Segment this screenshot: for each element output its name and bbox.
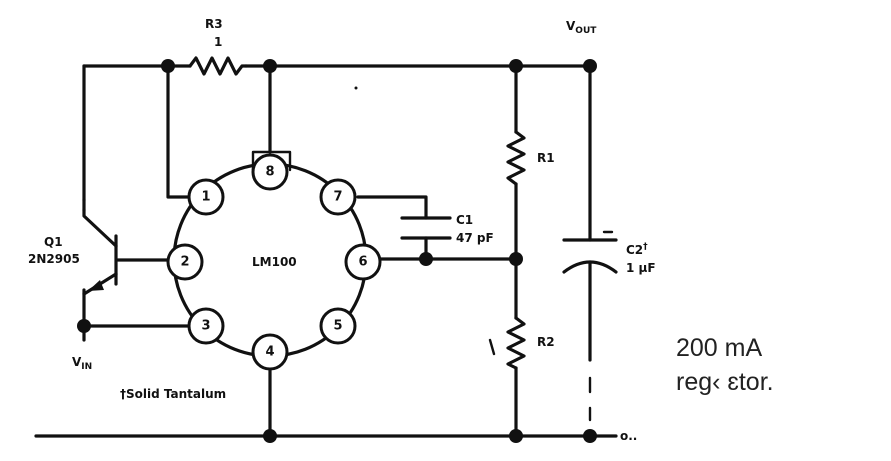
svg-text:8: 8 [265, 165, 274, 180]
r3-resistor [188, 56, 248, 76]
c1-capacitor [400, 216, 452, 240]
scan-specks [488, 338, 496, 356]
caption-line-1: 200 mA [676, 334, 763, 362]
pin-5: 5 [319, 307, 357, 345]
pin-2: 2 [166, 243, 204, 281]
r2-resistor [506, 316, 526, 370]
r2-label: R2 [537, 335, 555, 349]
c2-label: C2† [626, 242, 648, 257]
component-labels: R3 1 R1 R2 C1 47 pF C2† 1 µF Q1 2N2905 V… [28, 17, 656, 443]
svg-text:5: 5 [333, 319, 342, 334]
q1-label: Q1 [44, 235, 63, 249]
c2-capacitor [562, 230, 618, 274]
chip-pins: 1 2 3 4 5 6 7 8 [166, 153, 382, 371]
c1-label: C1 [456, 213, 473, 227]
pin-8: 8 [251, 153, 289, 191]
svg-text:7: 7 [333, 190, 342, 205]
q1-transistor [82, 198, 118, 296]
pin-3: 3 [187, 307, 225, 345]
svg-text:1: 1 [201, 190, 210, 205]
svg-text:2: 2 [180, 255, 189, 270]
pin-7: 7 [319, 178, 357, 216]
r3-value: 1 [214, 35, 222, 49]
r1-label: R1 [537, 151, 555, 165]
pin-4: 4 [251, 333, 289, 371]
chip-label: LM100 [252, 255, 297, 269]
vin-label: VIN [72, 355, 92, 372]
c2-value: 1 µF [626, 261, 656, 275]
pin-1: 1 [187, 178, 225, 216]
wires [34, 64, 618, 438]
junction-dots [77, 59, 597, 443]
svg-text:3: 3 [201, 319, 210, 334]
ground-label-partial: o.. [620, 429, 637, 443]
vout-label: VOUT [566, 19, 597, 36]
svg-text:4: 4 [265, 345, 274, 360]
footnote: †Solid Tantalum [120, 387, 226, 401]
c1-value: 47 pF [456, 231, 494, 245]
r3-label: R3 [205, 17, 223, 31]
svg-text:6: 6 [358, 255, 367, 270]
q1-part: 2N2905 [28, 252, 80, 266]
r1-resistor [506, 130, 526, 186]
pin-6: 6 [344, 243, 382, 281]
caption-line-2: reg‹ ɛtor. [676, 368, 774, 396]
